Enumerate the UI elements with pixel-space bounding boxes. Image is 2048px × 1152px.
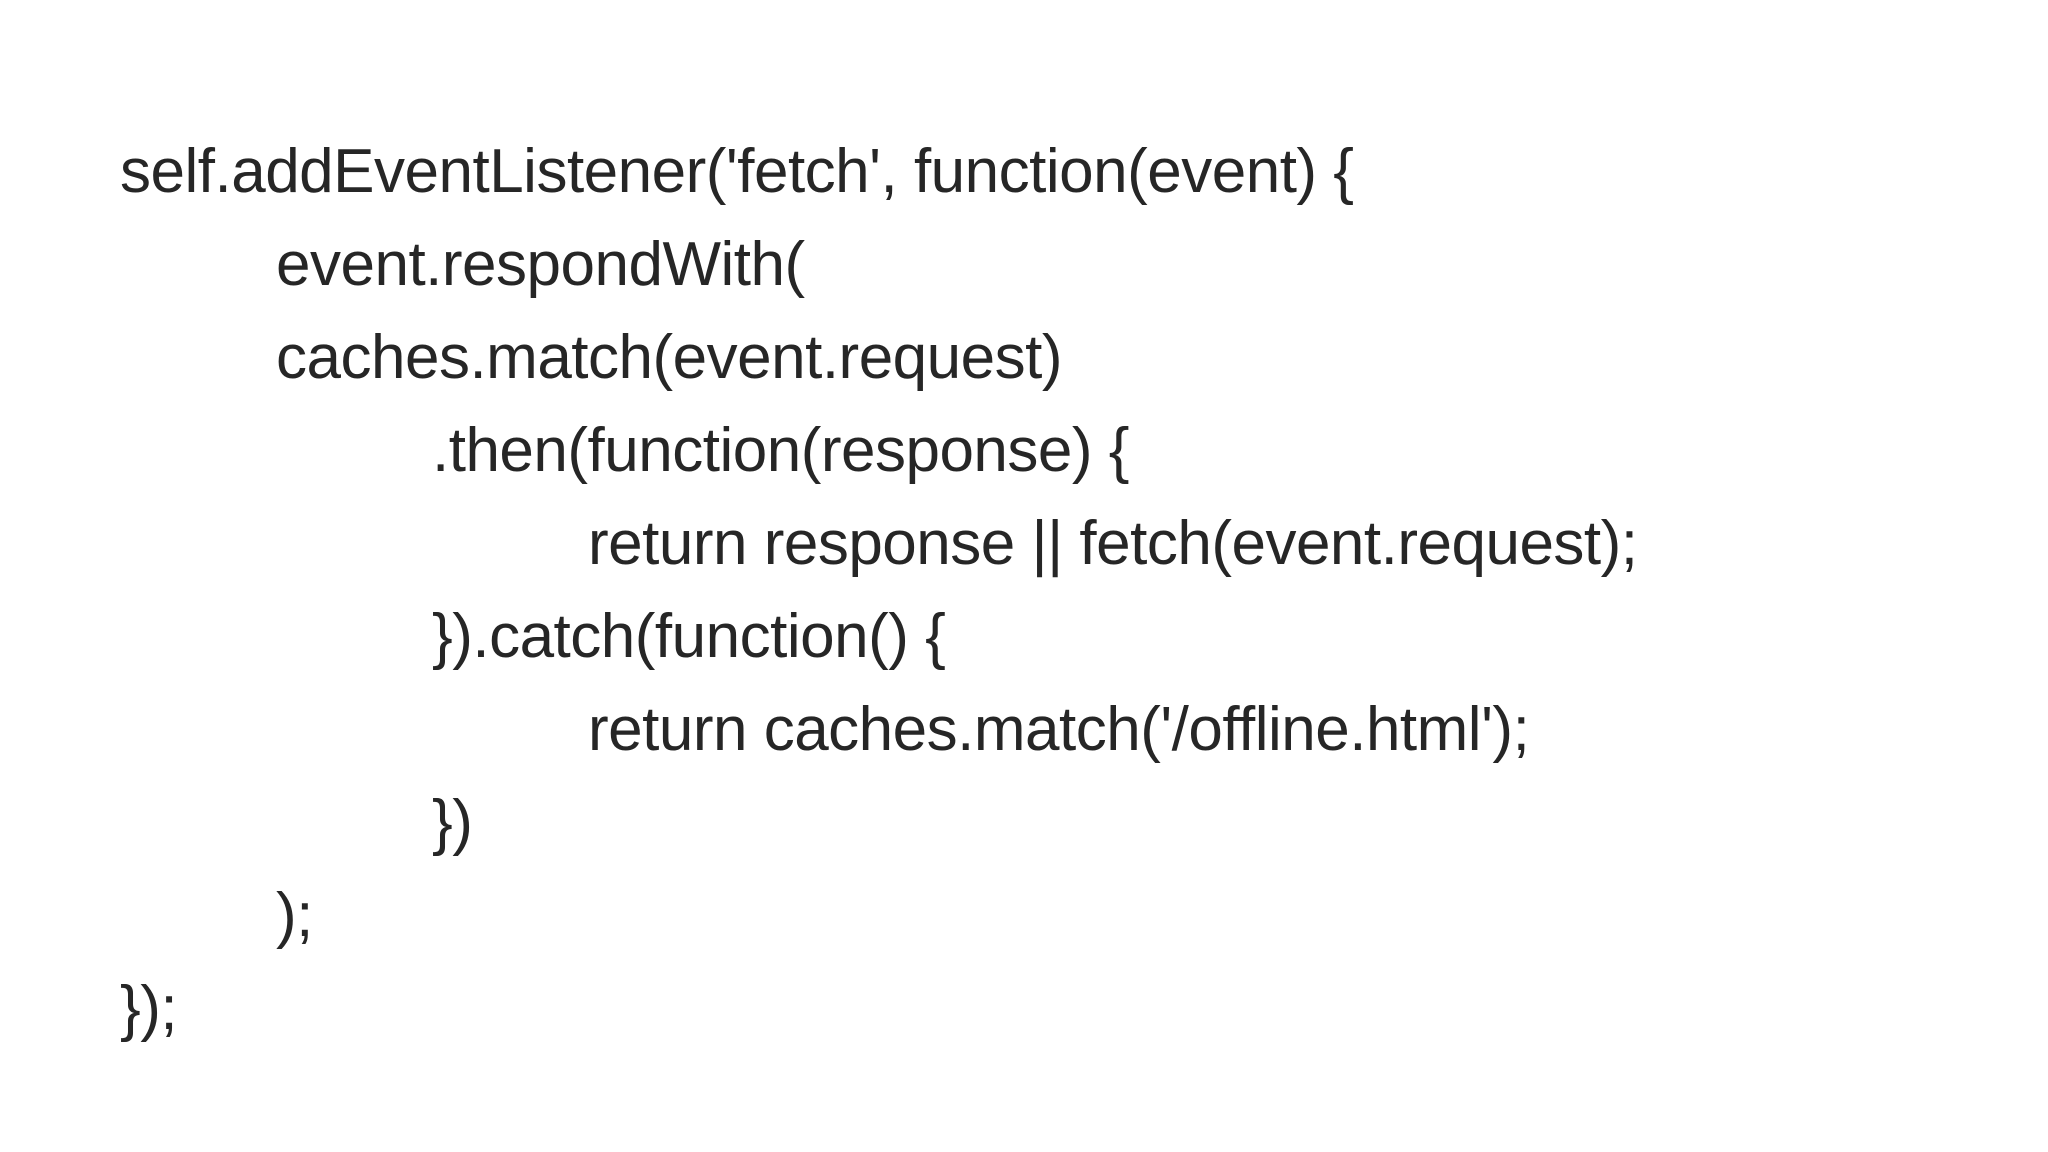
code-line-2: event.respondWith( [276,230,805,299]
code-line-1: self.addEventListener('fetch', function(… [120,137,1354,206]
code-line-10: }); [120,974,178,1043]
code-line-3: caches.match(event.request) [276,323,1063,392]
code-line-7: return caches.match('/offline.html'); [588,695,1530,764]
code-line-9: ); [276,881,313,950]
code-line-4: .then(function(response) { [432,416,1129,485]
code-line-6: }).catch(function() { [432,602,946,671]
code-block: self.addEventListener('fetch', function(… [120,125,2000,1055]
code-line-8: }) [432,788,473,857]
code-line-5: return response || fetch(event.request); [588,509,1638,578]
